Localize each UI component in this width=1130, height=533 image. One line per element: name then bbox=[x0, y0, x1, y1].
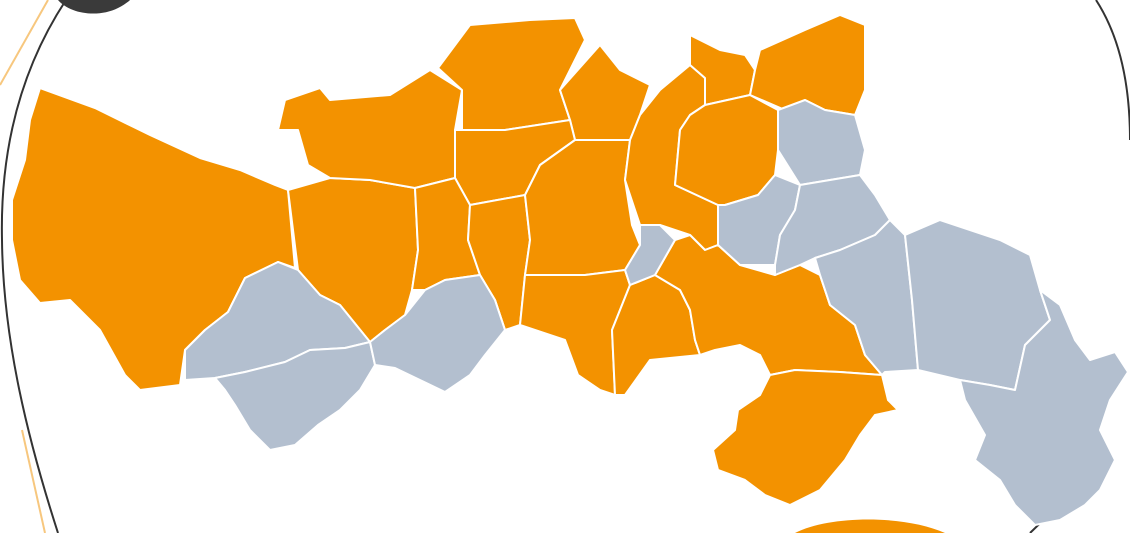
map-region-south-coast[interactable] bbox=[712, 369, 899, 506]
other-regions bbox=[184, 99, 1129, 526]
bottom-badge bbox=[795, 519, 945, 533]
highlighted-regions bbox=[11, 14, 899, 506]
map-region-east-1[interactable] bbox=[777, 99, 866, 186]
corner-badge bbox=[58, 0, 130, 14]
frame-circle-arc-left bbox=[0, 0, 67, 533]
map-region-northeast-2[interactable] bbox=[749, 14, 866, 116]
map-region-southwest-2[interactable] bbox=[214, 341, 376, 451]
map-region-east-4[interactable] bbox=[814, 219, 919, 376]
frame-accent-line-2 bbox=[21, 429, 46, 533]
map-region-north-1[interactable] bbox=[437, 17, 586, 131]
map-region-northwest[interactable] bbox=[277, 69, 463, 189]
map-region-northeast-3[interactable] bbox=[674, 94, 779, 206]
map-region-central-enclave[interactable] bbox=[624, 224, 676, 286]
map-region-central[interactable] bbox=[524, 139, 641, 276]
frame-circle-arc-right bbox=[1095, 0, 1130, 141]
frame-accent-line-1 bbox=[0, 0, 49, 86]
map-region-south-west-central[interactable] bbox=[369, 274, 506, 393]
map-region-far-east[interactable] bbox=[959, 289, 1129, 526]
